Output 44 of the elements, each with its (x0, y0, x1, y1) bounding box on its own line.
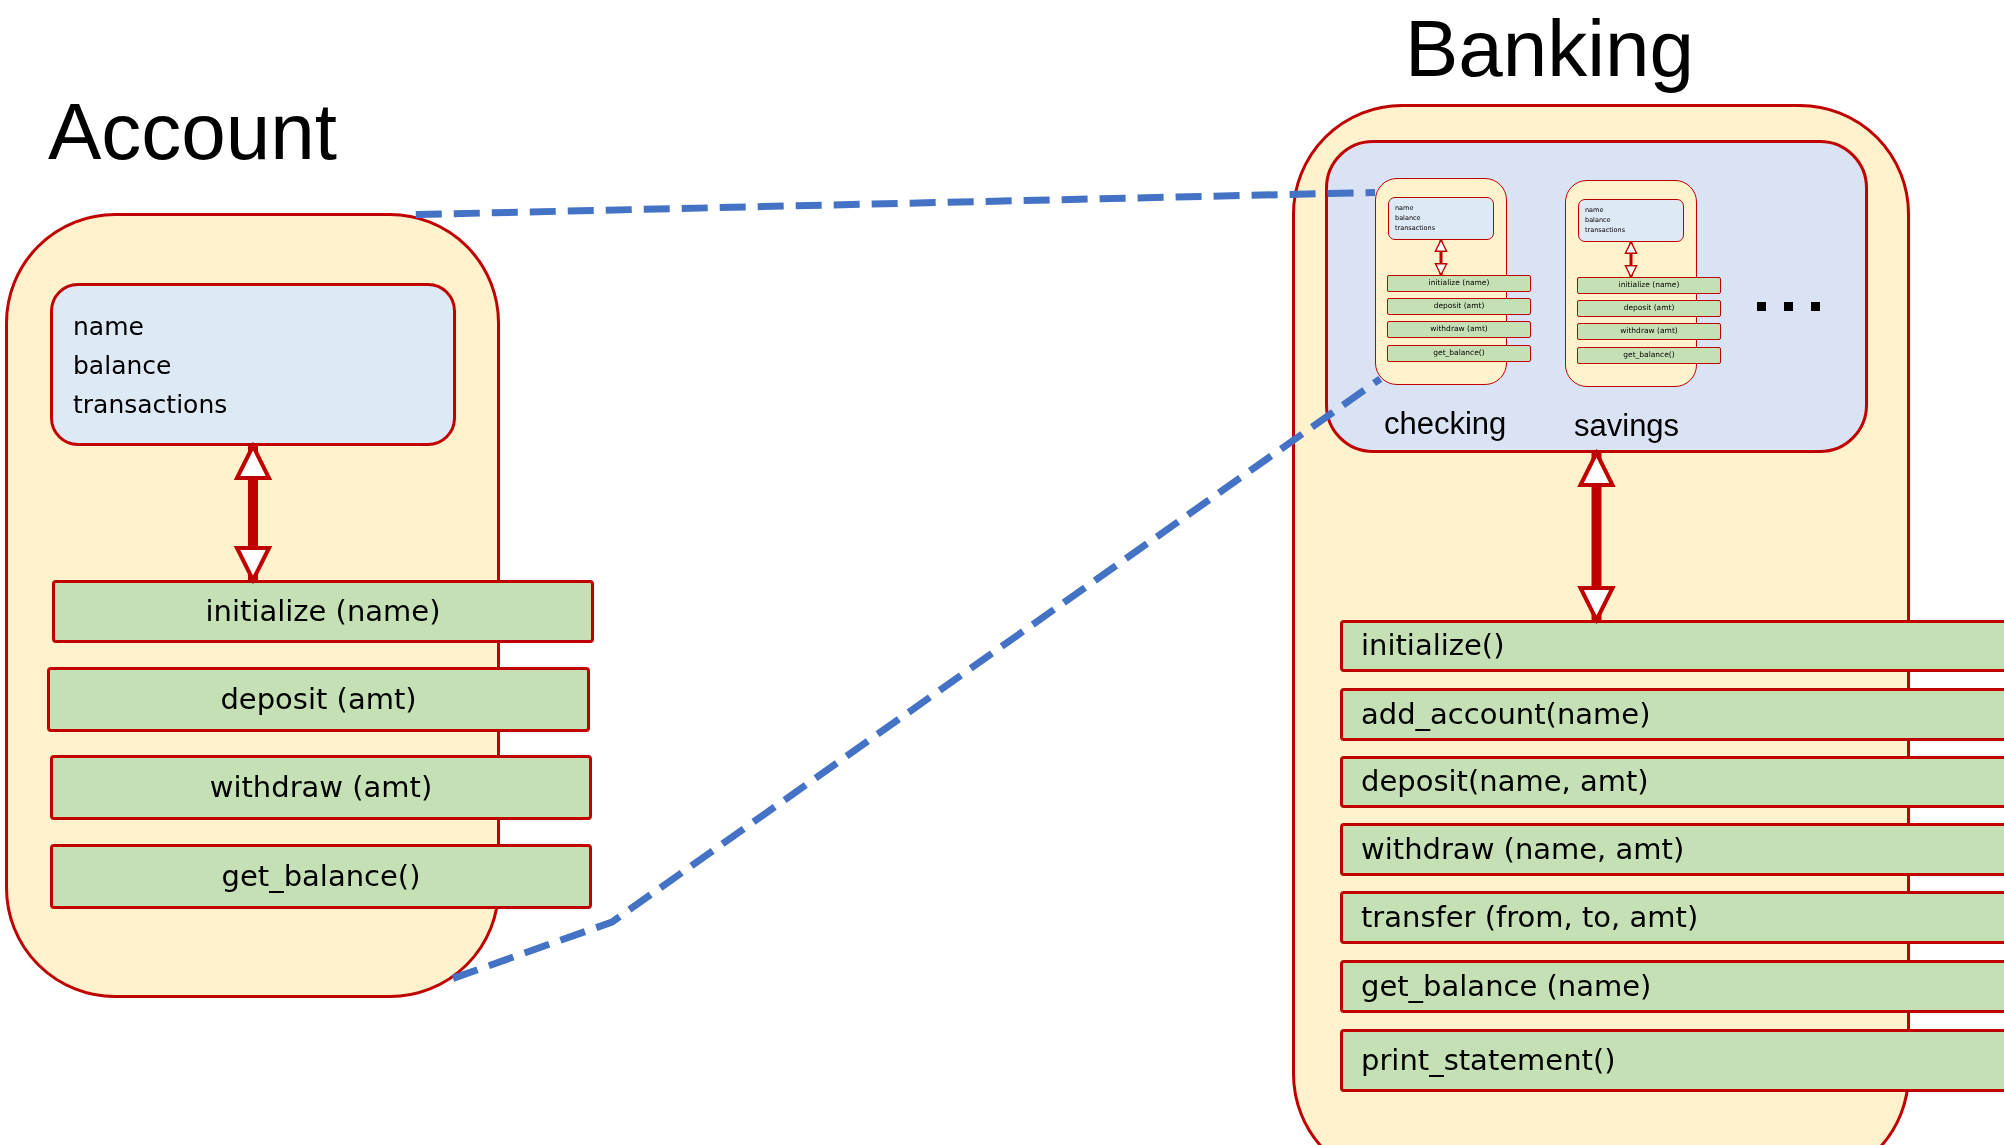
method-name: withdraw (amt) (208, 771, 434, 804)
method-box (1340, 891, 2004, 944)
method-name: initialize() (1361, 630, 1506, 662)
class-title: Banking (1405, 5, 1695, 93)
method-box (47, 667, 590, 732)
method-name: add_account(name) (1361, 698, 1652, 731)
method-box (1340, 1029, 2004, 1092)
card-caption: checking (1384, 408, 1507, 439)
method-box (1577, 277, 1721, 294)
method-box (1340, 756, 2004, 808)
attributes-box (1578, 199, 1684, 242)
card-caption: savings (1574, 410, 1680, 441)
method-box (1387, 275, 1531, 292)
method-name: deposit (amt) (219, 683, 418, 716)
dashed-line (415, 189, 1376, 219)
method-box (50, 844, 592, 909)
method-name: get_balance() (220, 860, 422, 893)
double-arrow (1434, 239, 1448, 276)
dashed-line (451, 375, 1383, 982)
accounts-panel (1325, 140, 1868, 453)
class-title: Account (48, 88, 338, 176)
method-box (1340, 823, 2004, 876)
method-name: print_statement() (1361, 1044, 1617, 1077)
method-box (1340, 620, 2004, 672)
method-box (52, 580, 594, 643)
method-box (50, 755, 592, 820)
method-name: transfer (from, to, amt) (1361, 901, 1700, 934)
attributes-box (1388, 197, 1494, 240)
method-name: get_balance (name) (1361, 970, 1653, 1003)
method-name: withdraw (name, amt) (1361, 833, 1686, 866)
method-box (1577, 300, 1721, 317)
method-box (1340, 688, 2004, 741)
method-box (1577, 323, 1721, 340)
method-box (1387, 321, 1531, 338)
method-name: initialize (name) (204, 595, 442, 628)
method-box (1577, 347, 1721, 364)
method-box (1387, 298, 1531, 315)
double-arrow (1624, 241, 1638, 278)
method-box (1387, 345, 1531, 362)
method-box (1340, 960, 2004, 1013)
attributes-box (50, 283, 456, 446)
double-arrow (1578, 451, 1615, 622)
double-arrow (235, 444, 271, 582)
method-name: deposit(name, amt) (1361, 766, 1650, 798)
